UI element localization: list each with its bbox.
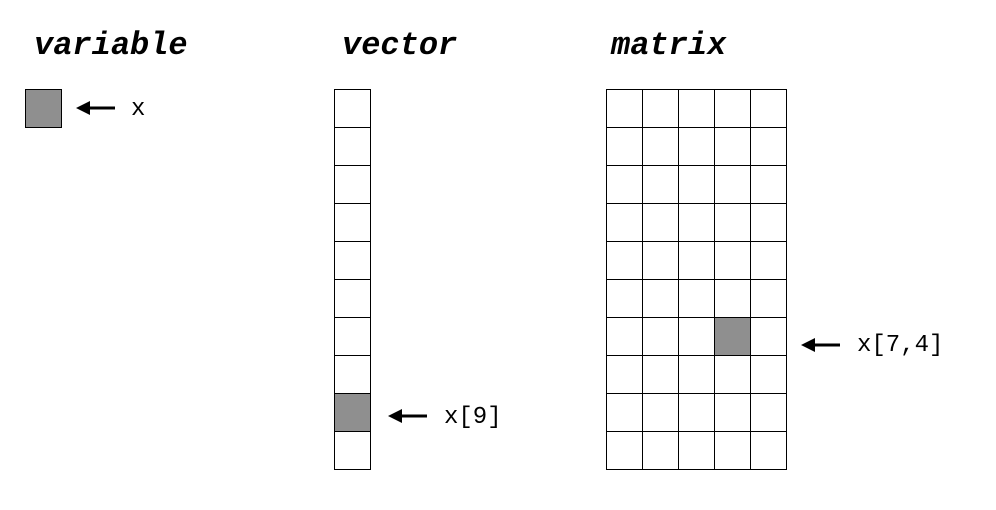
vector-cell bbox=[335, 280, 371, 318]
matrix-cell bbox=[643, 242, 679, 280]
matrix-highlighted-cell bbox=[715, 318, 751, 356]
matrix-cell bbox=[607, 318, 643, 356]
matrix-cell bbox=[715, 356, 751, 394]
vector-cell bbox=[335, 432, 371, 470]
matrix-cell bbox=[679, 280, 715, 318]
matrix-cell bbox=[643, 90, 679, 128]
matrix-cell bbox=[607, 280, 643, 318]
matrix-cell bbox=[643, 166, 679, 204]
matrix-cell bbox=[607, 432, 643, 470]
matrix-cell bbox=[607, 242, 643, 280]
variable-arrow-icon bbox=[76, 101, 115, 115]
vector-highlighted-cell bbox=[335, 394, 371, 432]
matrix-cell bbox=[607, 356, 643, 394]
vector-arrow-icon bbox=[388, 409, 427, 423]
matrix-arrow-icon bbox=[801, 338, 840, 352]
matrix-cell bbox=[607, 204, 643, 242]
matrix-grid bbox=[606, 89, 787, 470]
vector-cell bbox=[335, 242, 371, 280]
matrix-cell bbox=[715, 432, 751, 470]
matrix-cell bbox=[679, 356, 715, 394]
matrix-cell bbox=[679, 432, 715, 470]
vector-cell bbox=[335, 128, 371, 166]
matrix-cell bbox=[679, 90, 715, 128]
matrix-cell bbox=[715, 166, 751, 204]
matrix-cell bbox=[751, 90, 787, 128]
vector-cell bbox=[335, 204, 371, 242]
vector-label: x[9] bbox=[444, 404, 502, 431]
matrix-cell bbox=[751, 204, 787, 242]
matrix-cell bbox=[715, 394, 751, 432]
matrix-cell bbox=[679, 166, 715, 204]
matrix-cell bbox=[607, 128, 643, 166]
vector-grid bbox=[334, 89, 371, 470]
matrix-cell bbox=[715, 128, 751, 166]
matrix-cell bbox=[751, 356, 787, 394]
matrix-cell bbox=[751, 432, 787, 470]
matrix-cell bbox=[643, 432, 679, 470]
matrix-cell bbox=[607, 166, 643, 204]
matrix-cell bbox=[643, 356, 679, 394]
matrix-cell bbox=[751, 242, 787, 280]
matrix-title: matrix bbox=[611, 27, 727, 64]
matrix-cell bbox=[751, 280, 787, 318]
matrix-cell bbox=[715, 242, 751, 280]
variable-cell-box bbox=[25, 89, 62, 128]
vector-cell bbox=[335, 166, 371, 204]
matrix-cell bbox=[751, 128, 787, 166]
matrix-cell bbox=[679, 394, 715, 432]
vector-cell bbox=[335, 90, 371, 128]
matrix-cell bbox=[607, 394, 643, 432]
matrix-cell bbox=[643, 318, 679, 356]
vector-cell bbox=[335, 356, 371, 394]
matrix-cell bbox=[607, 90, 643, 128]
vector-cell bbox=[335, 318, 371, 356]
matrix-cell bbox=[751, 318, 787, 356]
matrix-label: x[7,4] bbox=[857, 332, 944, 359]
matrix-cell bbox=[715, 280, 751, 318]
matrix-cell bbox=[679, 318, 715, 356]
matrix-cell bbox=[751, 166, 787, 204]
variable-label: x bbox=[131, 96, 146, 123]
matrix-cell bbox=[643, 128, 679, 166]
matrix-cell bbox=[679, 242, 715, 280]
matrix-cell bbox=[643, 204, 679, 242]
matrix-cell bbox=[643, 394, 679, 432]
matrix-cell bbox=[715, 204, 751, 242]
matrix-cell bbox=[715, 90, 751, 128]
vector-title: vector bbox=[342, 27, 458, 64]
matrix-cell bbox=[751, 394, 787, 432]
matrix-cell bbox=[679, 128, 715, 166]
matrix-cell bbox=[679, 204, 715, 242]
matrix-cell bbox=[643, 280, 679, 318]
variable-cell bbox=[26, 90, 62, 128]
variable-title: variable bbox=[34, 27, 188, 64]
